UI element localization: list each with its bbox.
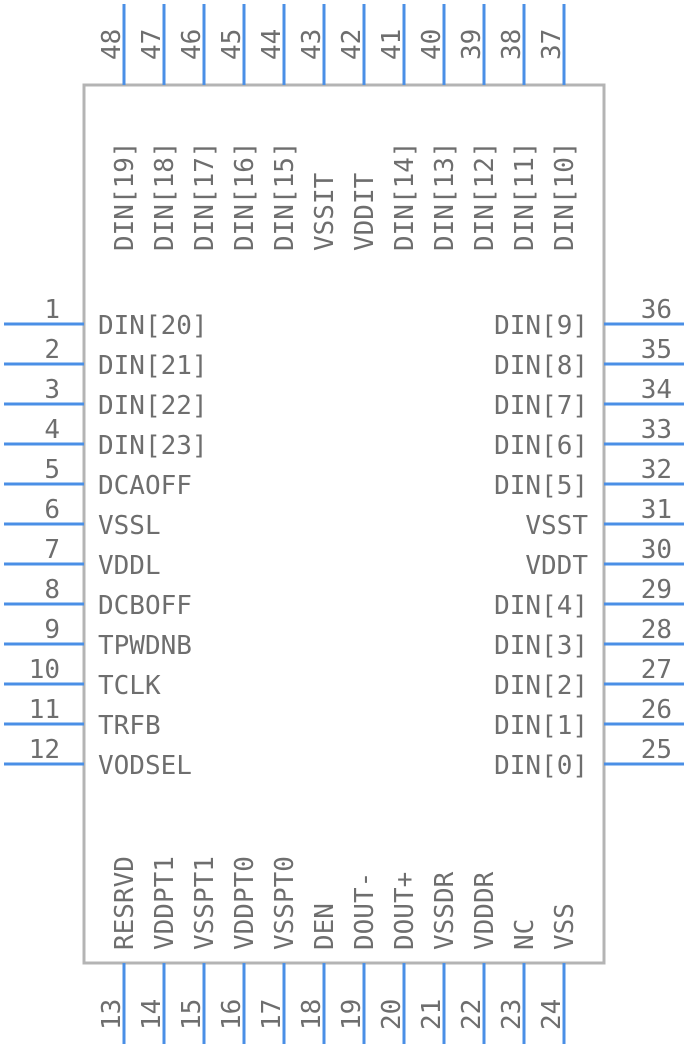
pin-name: VDDPT1 [150,856,180,950]
pin-number: 11 [29,695,60,725]
pin-number: 48 [97,29,127,60]
pin-number: 7 [44,535,60,565]
pin-number: 46 [177,29,207,60]
pin-number: 19 [337,999,367,1030]
pin-name: DIN[22] [98,391,208,421]
pin-name: VDDIT [350,172,380,251]
pin-number: 32 [641,455,672,485]
pin-number: 29 [641,575,672,605]
pin-name: VODSEL [98,751,192,781]
pin-name: VDDT [525,551,588,581]
pin-number: 25 [641,735,672,765]
pin-number: 31 [641,495,672,525]
pin-number: 22 [457,999,487,1030]
pin-name: DIN[13] [430,141,460,251]
pin-name: DIN[2] [494,671,588,701]
pin-number: 47 [137,29,167,60]
pin-name: VSSIT [310,172,340,251]
pin-name: DIN[19] [110,141,140,251]
pin-number: 36 [641,295,672,325]
pin-name: DIN[4] [494,591,588,621]
pin-name: TRFB [98,711,161,741]
pin-name: DIN[12] [470,141,500,251]
pin-name: DIN[9] [494,311,588,341]
pin-number: 43 [297,29,327,60]
pin-name: VDDDR [470,871,500,950]
pin-name: DIN[8] [494,351,588,381]
pin-name: VSST [525,511,588,541]
pin-name: DIN[16] [230,141,260,251]
pin-name: NC [510,919,540,950]
pin-number: 28 [641,615,672,645]
pin-name: VDDL [98,551,161,581]
pin-number: 23 [497,999,527,1030]
pin-number: 42 [337,29,367,60]
pin-name: DCBOFF [98,591,192,621]
pin-name: DIN[17] [190,141,220,251]
pin-name: DIN[6] [494,431,588,461]
pin-name: DIN[5] [494,471,588,501]
pin-number: 9 [44,615,60,645]
pin-name: DIN[15] [270,141,300,251]
pin-number: 41 [377,29,407,60]
pin-number: 40 [417,29,447,60]
pin-name: DIN[21] [98,351,208,381]
pin-name: DIN[18] [150,141,180,251]
pin-name: DOUT- [350,872,380,950]
pin-name: DIN[23] [98,431,208,461]
pin-number: 39 [457,29,487,60]
pin-number: 12 [29,735,60,765]
pin-name: DIN[7] [494,391,588,421]
pin-number: 21 [417,999,447,1030]
pin-number: 37 [537,29,567,60]
pin-name: TPWDNB [98,631,192,661]
pin-number: 17 [257,999,287,1030]
pin-number: 1 [44,295,60,325]
pin-number: 15 [177,999,207,1030]
pin-number: 14 [137,999,167,1030]
pin-number: 8 [44,575,60,605]
pin-name: DIN[11] [510,141,540,251]
pin-number: 38 [497,29,527,60]
pin-name: DIN[0] [494,751,588,781]
pin-name: DIN[14] [390,141,420,251]
pin-number: 27 [641,655,672,685]
ic-body-outline [82,83,606,965]
pin-number: 33 [641,415,672,445]
pin-number: 10 [29,655,60,685]
pin-number: 3 [44,375,60,405]
pin-name: DIN[20] [98,311,208,341]
pin-name: VSSDR [430,871,460,950]
pin-name: DIN[1] [494,711,588,741]
pin-name: DCAOFF [98,471,192,501]
pin-number: 26 [641,695,672,725]
pin-number: 4 [44,415,60,445]
pin-number: 13 [97,999,127,1030]
pin-number: 24 [537,999,567,1030]
pin-name: DIN[10] [550,141,580,251]
pin-name: VSSPT1 [190,856,220,950]
pin-number: 18 [297,999,327,1030]
pin-number: 16 [217,999,247,1030]
pin-number: 2 [44,335,60,365]
pin-name: RESRVD [110,856,140,950]
pin-number: 30 [641,535,672,565]
pin-number: 34 [641,375,672,405]
pin-number: 5 [44,455,60,485]
pin-number: 44 [257,29,287,60]
pin-name: TCLK [98,671,161,701]
pin-name: VDDPT0 [230,856,260,950]
pin-name: VSSL [98,511,161,541]
pin-name: DIN[3] [494,631,588,661]
pin-name: DOUT+ [390,872,420,950]
pin-number: 35 [641,335,672,365]
pin-name: DEN [310,903,340,950]
pin-number: 6 [44,495,60,525]
pin-number: 20 [377,999,407,1030]
pin-name: VSS [550,903,580,950]
pin-name: VSSPT0 [270,856,300,950]
pin-number: 45 [217,29,247,60]
